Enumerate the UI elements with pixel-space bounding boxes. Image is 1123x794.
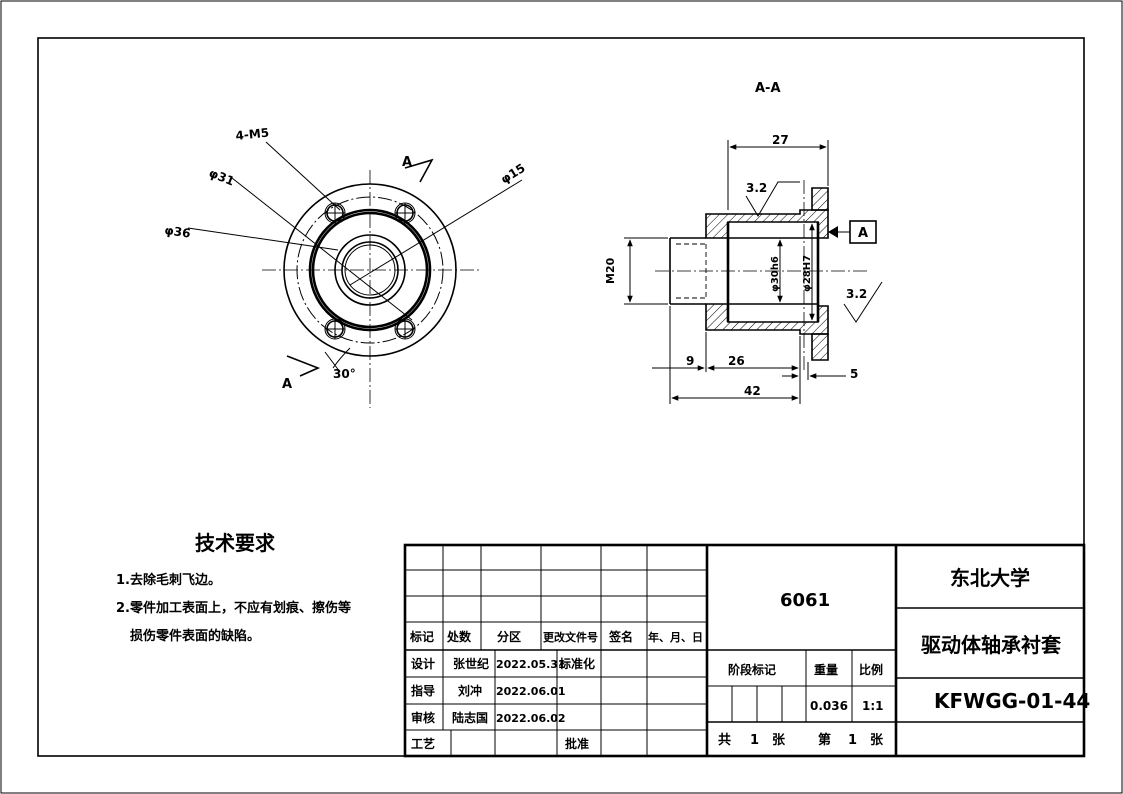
front-label-d31: φ31 <box>207 166 236 189</box>
svg-text:工艺: 工艺 <box>411 736 435 751</box>
svg-text:1: 1 <box>750 733 759 748</box>
dim-d30: φ30h6 <box>770 256 781 292</box>
svg-text:审核: 审核 <box>411 710 435 725</box>
section-label: A-A <box>755 81 781 96</box>
svg-text:2022.06.01: 2022.06.01 <box>496 685 566 698</box>
svg-text:第: 第 <box>818 732 831 748</box>
svg-text:批准: 批准 <box>565 736 589 751</box>
front-label-angle: 30° <box>333 367 356 381</box>
datum-label: A <box>858 226 868 241</box>
svg-text:标记: 标记 <box>409 629 434 644</box>
front-label-d15: φ15 <box>498 161 528 187</box>
section-dimensions <box>624 140 883 404</box>
section-view <box>655 180 870 372</box>
svg-text:1: 1 <box>848 733 857 748</box>
dim-m20: M20 <box>604 257 617 284</box>
svg-text:年、月、日: 年、月、日 <box>648 630 703 644</box>
svg-text:张: 张 <box>772 733 786 748</box>
roughness-1: 3.2 <box>746 181 767 195</box>
dim-26: 26 <box>728 354 745 368</box>
drawing-number: KFWGG-01-44 <box>934 689 1090 713</box>
weight-label: 重量 <box>814 662 838 677</box>
section-hatch-top <box>705 209 829 239</box>
svg-text:张世纪: 张世纪 <box>453 656 489 671</box>
dim-d28: φ28H7 <box>802 255 813 292</box>
svg-text:标准化: 标准化 <box>558 656 595 671</box>
front-label-d36: φ36 <box>164 223 192 240</box>
scale-value: 1:1 <box>862 699 884 713</box>
section-hatch-bottom <box>705 303 829 335</box>
front-label-a-top: A <box>402 155 412 170</box>
title-block-headers: 标记 处数 分区 更改文件号 签名 年、月、日 <box>409 629 703 644</box>
tech-line-1: 1.去除毛刺飞边。 <box>116 572 221 588</box>
svg-text:2022.06.02: 2022.06.02 <box>496 712 566 725</box>
svg-text:更改文件号: 更改文件号 <box>543 630 598 644</box>
svg-text:签名: 签名 <box>608 629 633 644</box>
svg-text:共: 共 <box>718 732 731 748</box>
svg-text:张: 张 <box>870 733 884 748</box>
front-view <box>187 141 523 408</box>
svg-text:陆志国: 陆志国 <box>452 710 488 725</box>
front-label-4m5: 4-M5 <box>235 126 270 143</box>
svg-text:刘冲: 刘冲 <box>458 683 482 698</box>
dim-42: 42 <box>744 384 761 398</box>
title-block-grid <box>403 543 1086 758</box>
dim-5: 5 <box>850 367 858 381</box>
svg-text:处数: 处数 <box>446 629 472 644</box>
roughness-2: 3.2 <box>846 287 867 301</box>
scale-label: 比例 <box>859 662 883 677</box>
dim-9: 9 <box>686 354 694 368</box>
weight-value: 0.036 <box>810 699 848 713</box>
svg-text:2022.05.31: 2022.05.31 <box>496 658 566 671</box>
svg-text:指导: 指导 <box>411 683 435 698</box>
material: 6061 <box>780 590 830 611</box>
tech-title: 技术要求 <box>195 531 276 555</box>
tech-line-2: 2.零件加工表面上，不应有划痕、擦伤等 <box>116 600 351 616</box>
svg-text:设计: 设计 <box>411 656 435 671</box>
stage-label: 阶段标记 <box>728 662 776 677</box>
dim-27: 27 <box>772 133 789 147</box>
svg-text:分区: 分区 <box>497 629 521 644</box>
title-block-signatures: 设计 张世纪 2022.05.31 标准化 指导 刘冲 2022.06.01 审… <box>411 656 595 751</box>
tech-line-3: 损伤零件表面的缺陷。 <box>130 628 260 644</box>
part-name: 驱动体轴承衬套 <box>921 633 1061 657</box>
front-label-a-bottom: A <box>282 377 292 392</box>
organization: 东北大学 <box>950 566 1030 590</box>
